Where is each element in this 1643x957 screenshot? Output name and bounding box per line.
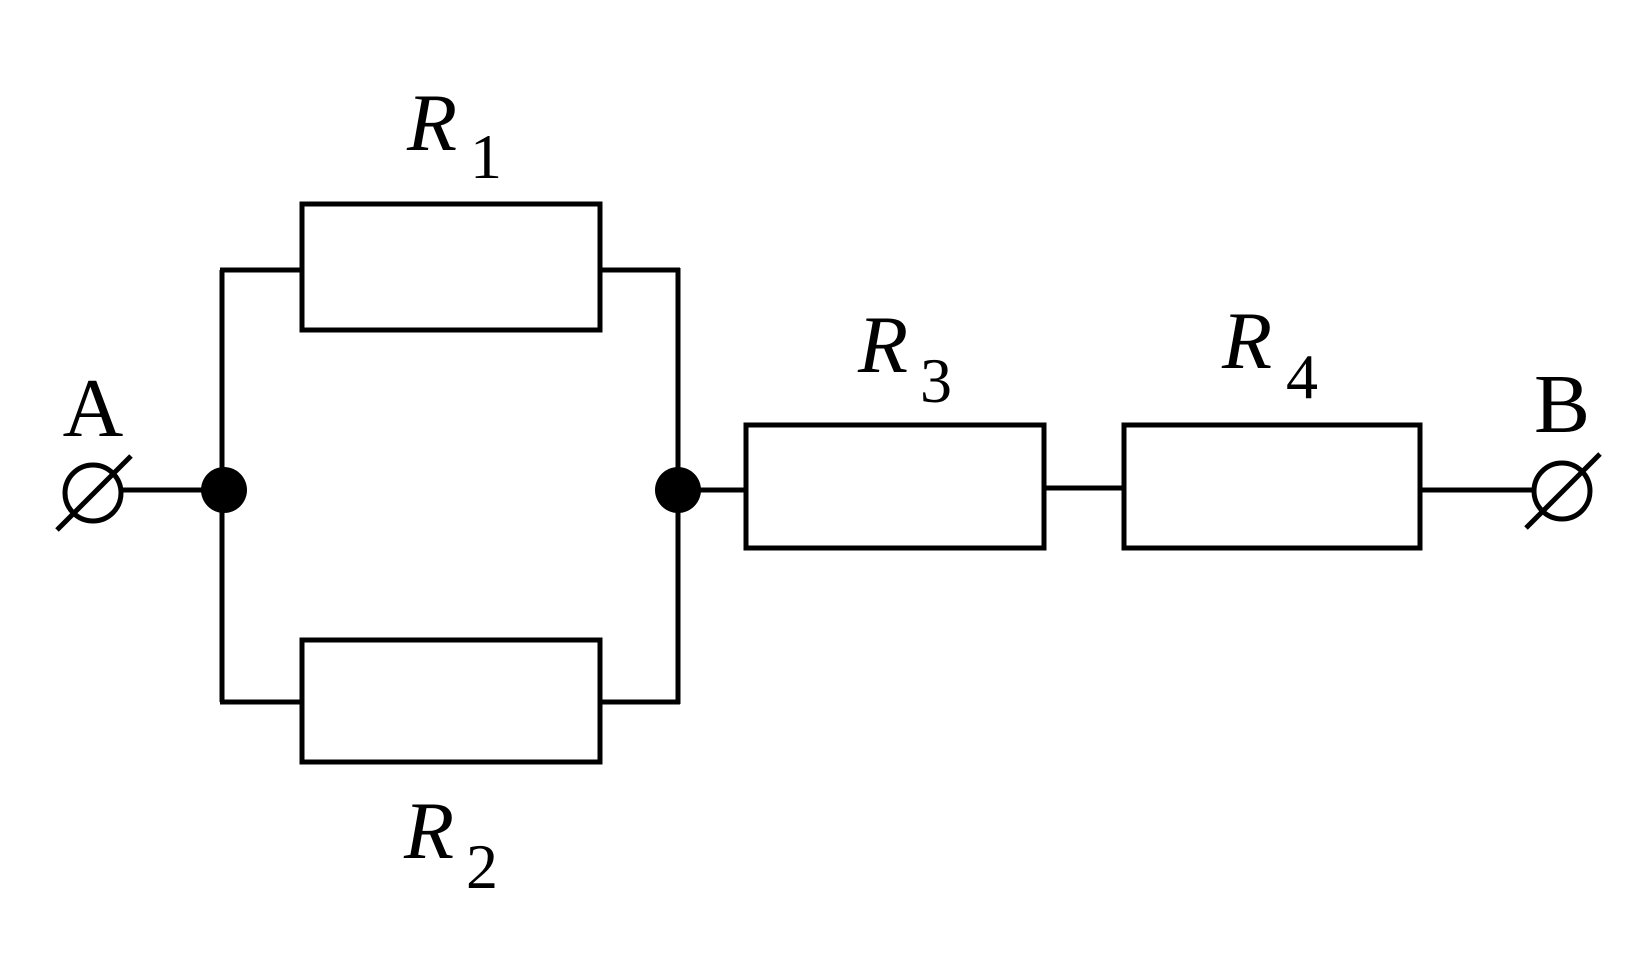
resistor-r3-index: 3 [920, 345, 952, 416]
resistor-r1-symbol: R [406, 77, 457, 168]
resistor-r2-label: R 2 [403, 785, 498, 902]
resistor-r2-symbol: R [403, 785, 454, 876]
resistor-r2-body [299, 637, 603, 765]
resistor-r1-label: R 1 [406, 77, 502, 192]
resistor-r3-symbol: R [857, 299, 908, 390]
resistor-r2-index: 2 [466, 831, 498, 902]
terminal-b-ring [1531, 460, 1593, 522]
resistor-r3-body [743, 422, 1047, 551]
terminal-a-slash [55, 454, 133, 532]
terminal-b-slash [1524, 452, 1602, 530]
resistor-r4-label: R 4 [1221, 295, 1318, 412]
terminal-a-ring [62, 462, 124, 524]
terminal-b [1524, 452, 1602, 530]
terminal-a-label: A [63, 362, 124, 455]
terminal-b-label: B [1534, 358, 1590, 451]
resistor-r4-symbol: R [1221, 295, 1272, 386]
resistor-r1-body [299, 201, 603, 333]
junction-left-node [201, 467, 247, 513]
resistor-r3-label: R 3 [857, 299, 952, 416]
terminal-a [55, 454, 133, 532]
resistor-r4-body [1121, 422, 1423, 551]
resistor-r1-index: 1 [470, 121, 502, 192]
resistor-r4-index: 4 [1286, 341, 1318, 412]
junction-right-node [655, 467, 701, 513]
